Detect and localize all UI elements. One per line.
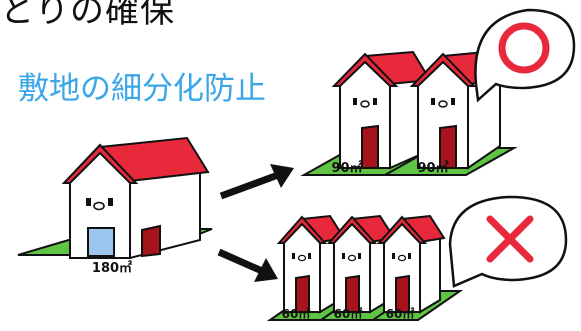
bad-house-3 [376, 214, 446, 314]
original-house-roof-front [61, 143, 139, 184]
good-lot-area-label-1: 90㎡ [331, 160, 362, 176]
page-title: とりの確保 [0, 0, 175, 31]
good-lot-area-label-2: 90㎡ [417, 160, 448, 176]
bad-lot-area-label-3: 60㎡ [386, 306, 415, 321]
bad-house-2 [326, 214, 396, 314]
original-house-door [141, 224, 161, 258]
good-house-1 [331, 50, 432, 170]
original-house-side-wall [129, 169, 201, 260]
bad-verdict-bubble [448, 195, 568, 288]
original-lot-area-label: 180㎡ [92, 260, 132, 276]
original-house-group: 180㎡ [17, 136, 213, 276]
bad-lot-area-label-2: 60㎡ [334, 306, 363, 321]
bad-case-group: 60㎡ 60㎡ 60㎡ [266, 214, 464, 321]
arrow-right-icon [217, 248, 278, 282]
good-verdict-bubble [474, 8, 576, 103]
cross-mark-icon [486, 215, 534, 263]
arrow-right-icon [219, 164, 294, 200]
subtitle: 敷地の細分化防止 [18, 71, 266, 107]
bad-lot-area-label-1: 60㎡ [282, 306, 311, 321]
original-house-window [87, 227, 115, 257]
original-house-face [86, 198, 113, 211]
circle-mark-icon [498, 22, 550, 74]
